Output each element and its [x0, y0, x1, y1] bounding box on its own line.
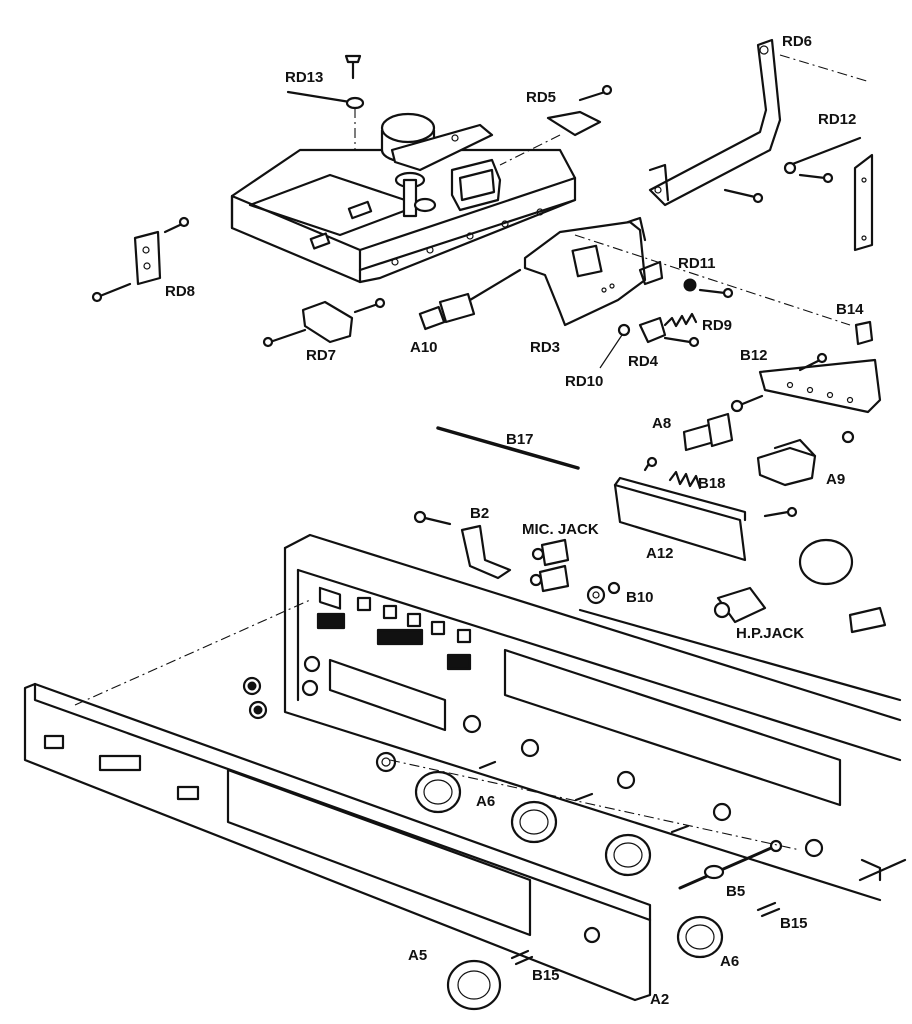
part-rd4 [638, 316, 700, 348]
label-rd6: RD6 [782, 33, 812, 50]
switch-b14 [854, 320, 874, 346]
label-rd5: RD5 [526, 89, 556, 106]
label-hp-jack: H.P.JACK [736, 625, 804, 642]
mic-jack [529, 538, 570, 593]
switch-a9 [756, 438, 817, 487]
label-rd13: RD13 [285, 69, 323, 86]
label-b18: B18 [698, 475, 726, 492]
leader-line-2 [389, 759, 801, 851]
knob-a5 [446, 959, 502, 1011]
label-a2: A2 [650, 991, 669, 1008]
bracket-rd5 [499, 84, 613, 166]
label-b14: B14 [836, 301, 864, 318]
label-b2: B2 [470, 505, 489, 522]
label-a10: A10 [410, 339, 438, 356]
label-rd8: RD8 [165, 283, 195, 300]
bracket-plate-rd3 [523, 216, 647, 327]
bracket-b2 [413, 510, 512, 580]
switch-a10 [418, 268, 522, 331]
rod-b17 [436, 426, 580, 470]
knob-a6-2 [510, 800, 558, 844]
label-rd11: RD11 [678, 255, 716, 272]
side-panel-right-top [853, 153, 874, 252]
bracket-rd7 [262, 297, 386, 348]
pinch-roller-block [450, 158, 502, 212]
label-rd9: RD9 [702, 317, 732, 334]
label-rd10: RD10 [565, 373, 603, 390]
lever-rd13 [286, 54, 365, 150]
flywheel-assembly [394, 171, 437, 218]
switch-a8 [682, 412, 734, 452]
washers-left [242, 676, 397, 773]
label-a6-bottom: A6 [720, 953, 739, 970]
shaft-b5 [678, 839, 783, 890]
label-a12: A12 [646, 545, 674, 562]
hp-jack [713, 538, 887, 634]
label-b12: B12 [740, 347, 768, 364]
shaft-rd12 [783, 136, 862, 184]
label-rd3: RD3 [530, 339, 560, 356]
label-b17: B17 [506, 431, 534, 448]
label-b15-bottom: B15 [532, 967, 560, 984]
label-rd12: RD12 [818, 111, 856, 128]
label-mic-jack: MIC. JACK [522, 521, 599, 538]
arm-rd6 [648, 38, 871, 207]
label-a9: A9 [826, 471, 845, 488]
label-a6-top: A6 [476, 793, 495, 810]
spring-rd9 [663, 312, 698, 328]
label-b5: B5 [726, 883, 745, 900]
motor-bracket [390, 123, 494, 172]
front-chassis [283, 533, 902, 902]
knob-a6-4 [676, 915, 724, 959]
bracket-b12 [730, 352, 882, 444]
label-a8: A8 [652, 415, 671, 432]
leader-line-1 [574, 234, 851, 326]
front-faceplate-a2 [23, 599, 652, 1002]
label-b15-right: B15 [780, 915, 808, 932]
spring-b18 [643, 456, 798, 518]
washer-b10 [586, 581, 621, 605]
label-rd4: RD4 [628, 353, 659, 370]
label-a5: A5 [408, 947, 427, 964]
knob-a6-3 [604, 833, 652, 877]
shield-a12 [613, 476, 747, 562]
side-corner [858, 858, 907, 882]
part-rd11 [638, 260, 734, 299]
bracket-rd8 [91, 216, 190, 303]
washer-rd10 [599, 323, 631, 369]
label-rd7: RD7 [306, 347, 336, 364]
label-b10: B10 [626, 589, 654, 606]
clips-b15 [478, 760, 781, 966]
knob-a6-1 [414, 770, 462, 814]
